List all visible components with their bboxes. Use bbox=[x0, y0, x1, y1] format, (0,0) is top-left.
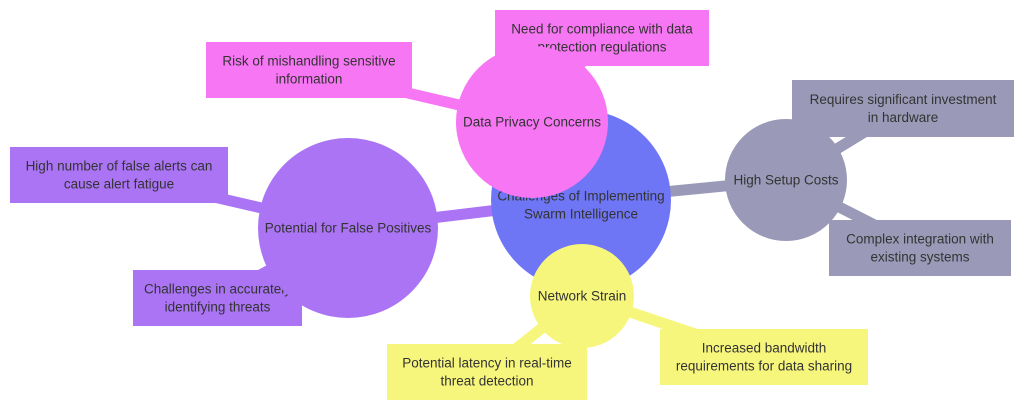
leaf-node-network-1: Potential latency in real-time threat det… bbox=[387, 344, 587, 400]
branch-label-line: High Setup Costs bbox=[733, 173, 838, 188]
leaf-box bbox=[829, 220, 1011, 276]
branch-node-false-positives: Potential for False Positives bbox=[258, 138, 438, 318]
leaf-node-network-2: Increased bandwidth requirements for data… bbox=[660, 329, 868, 385]
leaf-label-line: cause alert fatigue bbox=[64, 177, 174, 192]
branch-circle bbox=[258, 138, 438, 318]
central-topic-label-line: Swarm Intelligence bbox=[524, 207, 638, 222]
leaf-label-line: Need for compliance with data bbox=[511, 22, 693, 37]
branch-label-line: Network Strain bbox=[538, 289, 627, 304]
branch-circle bbox=[456, 46, 608, 198]
leaf-label-line: High number of false alerts can bbox=[26, 159, 213, 174]
leaf-label-line: Potential latency in real-time bbox=[402, 356, 572, 371]
leaf-label-line: existing systems bbox=[870, 250, 969, 265]
leaf-box bbox=[792, 80, 1014, 137]
leaf-node-false-positives-1: High number of false alerts can cause ale… bbox=[10, 147, 228, 203]
branch-node-costs: High Setup Costs bbox=[725, 119, 847, 241]
leaf-label-line: Increased bandwidth bbox=[702, 341, 827, 356]
branch-label-line: Data Privacy Concerns bbox=[463, 115, 601, 130]
leaf-label-line: Risk of mishandling sensitive bbox=[222, 54, 395, 69]
leaf-node-false-positives-2: Challenges in accurately identifying thre… bbox=[133, 270, 302, 326]
leaf-node-costs-2: Complex integration with existing systems bbox=[829, 220, 1011, 276]
leaf-label-line: Challenges in accurately bbox=[144, 282, 291, 297]
mind-map-nodes: Need for compliance with data protection … bbox=[10, 10, 1014, 400]
leaf-label-line: Requires significant investment bbox=[810, 92, 997, 107]
leaf-node-privacy-2: Risk of mishandling sensitive information bbox=[206, 42, 412, 98]
leaf-label-line: identifying threats bbox=[165, 300, 271, 315]
branch-circle bbox=[530, 244, 634, 348]
leaf-label-line: threat detection bbox=[440, 374, 533, 389]
leaf-box bbox=[660, 329, 868, 385]
leaf-box bbox=[387, 344, 587, 400]
leaf-box bbox=[133, 270, 302, 326]
branch-node-network: Network Strain bbox=[530, 244, 634, 348]
branch-label-line: Potential for False Positives bbox=[265, 221, 432, 236]
leaf-label-line: information bbox=[276, 72, 343, 87]
leaf-label-line: requirements for data sharing bbox=[676, 359, 852, 374]
branch-node-privacy: Data Privacy Concerns bbox=[456, 46, 608, 198]
leaf-node-costs-1: Requires significant investment in hardwa… bbox=[792, 80, 1014, 137]
leaf-label-line: in hardware bbox=[868, 110, 939, 125]
branch-circle bbox=[725, 119, 847, 241]
leaf-label-line: Complex integration with bbox=[846, 232, 994, 247]
leaf-label-line: protection regulations bbox=[537, 40, 666, 55]
leaf-box bbox=[206, 42, 412, 98]
leaf-box bbox=[10, 147, 228, 203]
